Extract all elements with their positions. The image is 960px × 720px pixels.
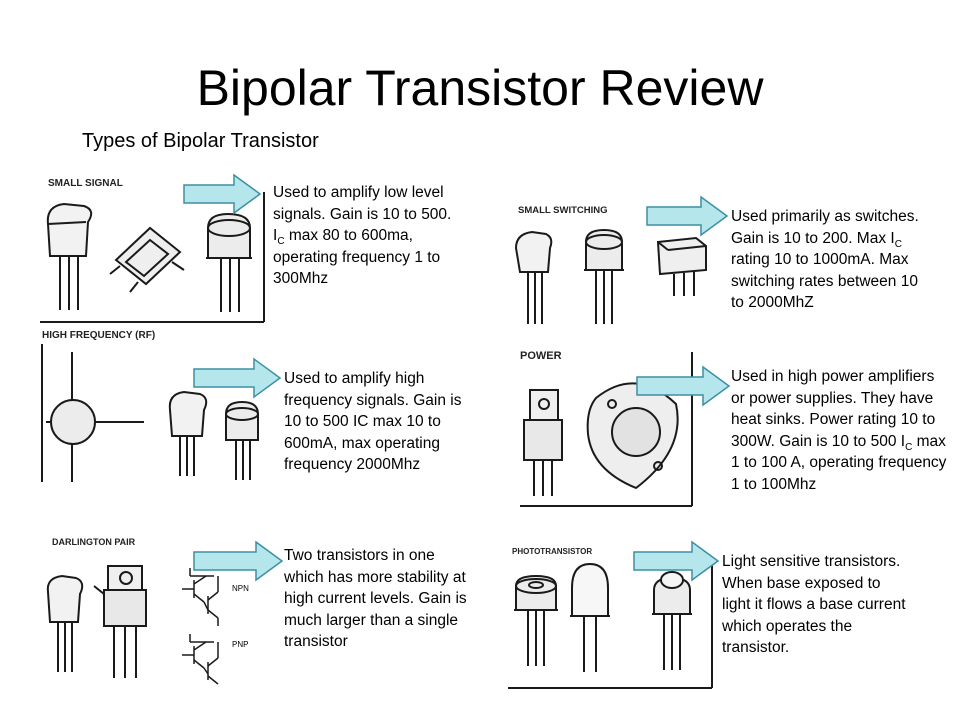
high-frequency-drawing <box>41 344 259 482</box>
small-switching-description: Used primarily as switches. Gain is 10 t… <box>731 208 919 311</box>
slide-subtitle: Types of Bipolar Transistor <box>82 130 319 152</box>
small-switching-arrow <box>646 195 729 237</box>
small-signal-label: SMALL SIGNAL <box>48 178 123 189</box>
slide-title: Bipolar Transistor Review <box>196 60 764 116</box>
phototransistor-label: PHOTOTRANSISTOR <box>512 547 593 556</box>
small-signal-arrow <box>183 173 262 215</box>
high-frequency-description: Used to amplify high frequency signals. … <box>284 370 462 473</box>
darlington-drawing <box>46 565 219 685</box>
darlington-arrow <box>193 540 284 582</box>
high-frequency-arrow <box>193 357 282 399</box>
power-arrow <box>636 365 731 407</box>
phototransistor-arrow <box>633 540 720 582</box>
small-switching-drawing <box>514 228 707 324</box>
darlington-label: DARLINGTON PAIR <box>52 537 136 547</box>
small-signal-drawing <box>40 192 265 323</box>
darlington-description: Two transistors in one which has more st… <box>284 547 467 650</box>
darlington-pnp-label: PNP <box>232 640 249 649</box>
power-label: POWER <box>520 350 562 362</box>
phototransistor-drawing <box>508 558 713 689</box>
high-frequency-label: HIGH FREQUENCY (RF) <box>42 330 156 341</box>
power-drawing <box>520 352 693 507</box>
small-switching-label: SMALL SWITCHING <box>518 205 608 216</box>
small-signal-description: Used to amplify low level signals. Gain … <box>273 184 452 287</box>
darlington-npn-label: NPN <box>232 584 249 593</box>
phototransistor-description: Light sensitive transistors. When base e… <box>722 553 906 656</box>
power-description: Used in high power amplifiers or power s… <box>731 368 947 493</box>
